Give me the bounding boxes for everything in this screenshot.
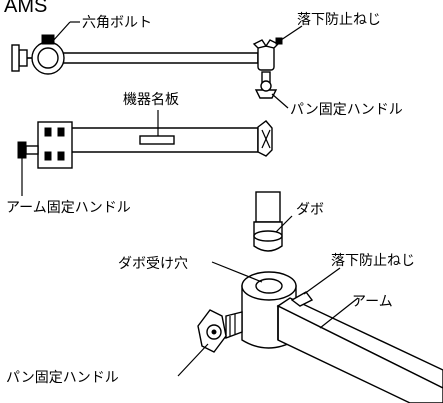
detail-view xyxy=(197,191,443,403)
label-arm: アーム xyxy=(352,294,393,310)
label-hex-bolt: 六角ボルト xyxy=(82,15,152,31)
label-pan-lock-handle-top: パン固定ハンドル xyxy=(290,102,403,118)
arm-lock-knob xyxy=(25,145,39,155)
dowel-hole xyxy=(255,278,283,294)
diagram-title: AMS xyxy=(4,0,47,17)
arm-side-view xyxy=(11,34,283,99)
label-fall-prevention-screw-top: 落下防止ねじ xyxy=(297,12,381,28)
label-dowel: ダボ xyxy=(296,202,324,218)
label-fall-prevention-screw-bottom: 落下防止ねじ xyxy=(331,253,415,269)
label-nameplate: 機器名板 xyxy=(123,92,179,108)
label-dowel-hole: ダボ受け穴 xyxy=(118,256,188,272)
nameplate xyxy=(139,135,175,145)
mount-plate xyxy=(37,121,73,169)
hex-bolt-shape xyxy=(41,34,55,45)
left-knob xyxy=(18,49,28,67)
arm-top-view xyxy=(17,120,273,169)
fall-prevention-screw-top xyxy=(275,37,283,45)
arm-beam-side xyxy=(277,304,443,403)
right-fitting xyxy=(257,45,275,71)
end-fitting-top xyxy=(257,120,273,157)
pan-shaft-bottom xyxy=(225,311,243,340)
label-arm-lock-handle: アーム固定ハンドル xyxy=(6,200,131,216)
label-pan-lock-handle-bottom: パン固定ハンドル xyxy=(6,370,119,386)
fall-prevention-screw-bottom xyxy=(290,291,314,307)
dowel-shaft xyxy=(255,191,281,223)
